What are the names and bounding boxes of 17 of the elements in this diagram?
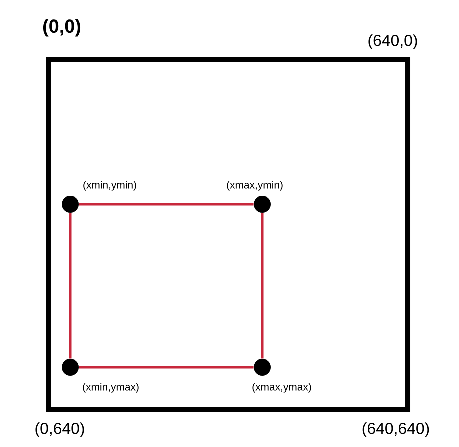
coordinate-label: (xmax,ymin) <box>227 181 283 191</box>
corner-dot <box>254 196 271 213</box>
line <box>261 213 264 359</box>
coordinate-label: (xmin,ymin) <box>84 181 136 191</box>
coordinate-label: (640,640) <box>362 422 430 438</box>
corner-dot <box>62 359 79 376</box>
coordinate-label: (0,0) <box>43 19 81 37</box>
line <box>79 366 254 369</box>
corner-dot <box>254 359 271 376</box>
line <box>79 203 254 206</box>
coordinate-label: (xmin,ymax) <box>83 383 139 393</box>
line <box>69 213 72 359</box>
coordinate-label: (640,0) <box>368 34 418 50</box>
corner-dot <box>62 196 79 213</box>
coordinate-label: (xmax,ymax) <box>252 383 312 393</box>
coordinate-label: (0,640) <box>36 422 84 438</box>
frame-box <box>46 58 410 412</box>
